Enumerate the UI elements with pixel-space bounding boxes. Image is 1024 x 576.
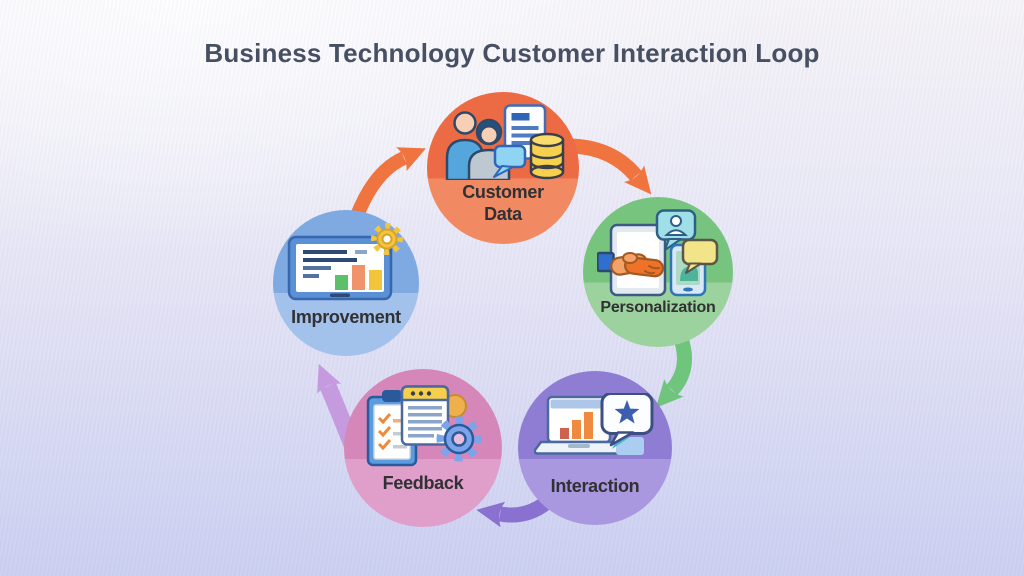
- chat-bubble-glyph: [493, 144, 527, 178]
- gear-icon: [371, 223, 403, 255]
- database-glyph: [529, 132, 565, 180]
- node-label-improvement: Improvement: [291, 307, 401, 327]
- bar-chart-glyph: [335, 265, 382, 290]
- star-icon: [614, 400, 640, 424]
- document-window-glyph: [400, 385, 450, 446]
- yellow-chat-bubble-glyph: [681, 238, 719, 274]
- people-document-database-icon: [445, 104, 565, 180]
- node-label-personalization: Personalization: [600, 299, 716, 316]
- personalization-icon: [597, 209, 719, 297]
- node-feedback: Feedback: [344, 369, 502, 527]
- page-title: Business Technology Customer Interaction…: [204, 38, 820, 68]
- gear-icon: [436, 416, 482, 462]
- node-improvement: Improvement: [273, 210, 419, 356]
- node-label-interaction: Interaction: [550, 476, 640, 496]
- clipboard-checklist-gear-icon: [366, 385, 482, 467]
- handshake-tablet-chat-icon: [597, 209, 719, 297]
- node-label-feedback: Feedback: [382, 473, 464, 493]
- laptop-chart-star-bubble-icon: [534, 393, 654, 455]
- arrow-customer-data-to-personalization: [569, 138, 652, 195]
- dashboard-chart-gear-icon: [287, 223, 403, 301]
- node-customer-data: Customer Data: [427, 92, 579, 244]
- avatar-bubble-glyph: [655, 209, 697, 251]
- node-label-customer-data: Customer Data: [462, 182, 544, 224]
- star-bubble-glyph: [600, 393, 654, 447]
- improvement-icon: [283, 223, 409, 305]
- node-personalization: Personalization: [583, 197, 733, 347]
- handshake-glyph: [597, 251, 665, 278]
- feedback-icon: [362, 385, 484, 469]
- node-interaction: Interaction: [518, 371, 672, 525]
- customer-data-icon: [441, 104, 565, 180]
- interaction-icon: [534, 393, 656, 471]
